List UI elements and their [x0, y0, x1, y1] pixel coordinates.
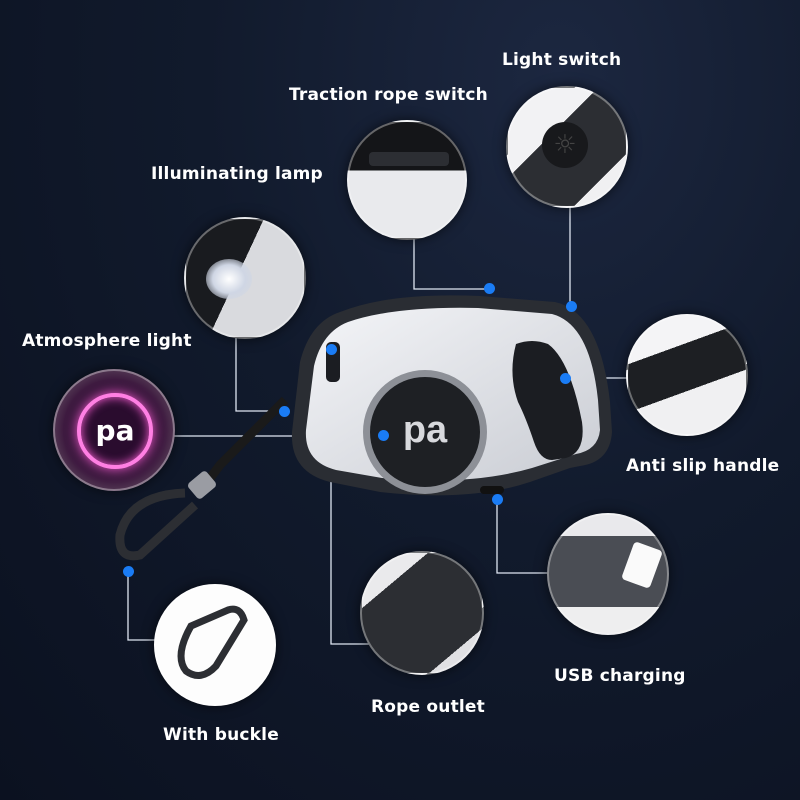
- label-with-buckle: With buckle: [163, 725, 279, 745]
- retractable-leash-device: pa: [291, 295, 612, 496]
- label-illuminating-lamp: Illuminating lamp: [151, 164, 323, 184]
- label-light-switch: Light switch: [502, 50, 622, 70]
- flashlight-icon: [206, 259, 252, 299]
- anchor-dot-illuminating-lamp: [278, 405, 290, 417]
- anchor-dot-atmosphere-light: [377, 429, 389, 441]
- anchor-dot-usb-charging: [491, 493, 503, 505]
- detail-anti-slip-handle: [626, 314, 748, 436]
- glow-ring-icon: pa: [77, 393, 153, 469]
- svg-text:pa: pa: [403, 409, 448, 451]
- label-anti-slip-handle: Anti slip handle: [626, 456, 780, 476]
- detail-traction-rope-switch: [347, 120, 467, 240]
- carabiner-icon: [177, 605, 248, 679]
- lock-slider-icon: [369, 152, 449, 166]
- detail-with-buckle: [154, 584, 276, 706]
- label-rope-outlet: Rope outlet: [371, 697, 485, 717]
- detail-illuminating-lamp: [184, 217, 306, 339]
- usb-c-icon: [621, 541, 663, 589]
- anchor-dot-light-switch: [565, 300, 577, 312]
- label-atmosphere-light: Atmosphere light: [22, 331, 192, 351]
- anchor-dot-with-buckle: [122, 565, 134, 577]
- detail-atmosphere-light: pa: [53, 369, 175, 491]
- label-traction-rope-switch: Traction rope switch: [289, 85, 488, 105]
- detail-rope-outlet: [360, 551, 484, 675]
- anchor-dot-traction-rope-switch: [483, 282, 495, 294]
- anchor-dot-anti-slip-handle: [559, 372, 571, 384]
- detail-usb-charging: [547, 513, 669, 635]
- sun-button-icon: ☼: [542, 122, 588, 168]
- label-usb-charging: USB charging: [554, 666, 686, 686]
- detail-light-switch: ☼: [506, 86, 628, 208]
- anchor-dot-rope-outlet: [325, 343, 337, 355]
- leash-rope-and-hook: [115, 396, 289, 561]
